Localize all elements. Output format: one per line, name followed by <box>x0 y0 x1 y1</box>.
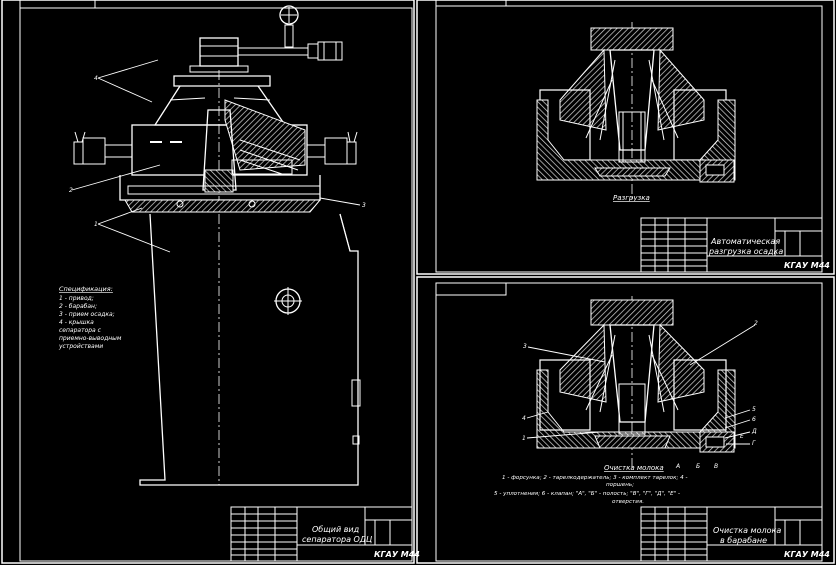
callout-3: 3 <box>523 343 527 350</box>
callout-4: 4 <box>94 75 98 82</box>
corner-tab <box>435 0 507 7</box>
spec-item: 1 - привод; <box>59 295 94 302</box>
side-fittings-left <box>73 131 133 165</box>
spec-item: 2 - барабан; <box>59 303 97 310</box>
stamp-title-line-1: Очистка молока <box>713 526 781 535</box>
title-block <box>230 506 413 562</box>
spec-item: устройствами <box>58 343 103 350</box>
drum <box>131 99 308 193</box>
sheet-frame <box>1 0 415 564</box>
stamp-title-line-2: в барабане <box>720 536 767 545</box>
callout-b: Б <box>696 463 700 470</box>
callout-1: 1 <box>522 435 526 442</box>
separator-cover <box>153 37 287 126</box>
callout-6: 6 <box>752 416 756 423</box>
spec-item: сепаратора с <box>59 327 102 334</box>
spec-item: 4 - крышка <box>59 319 94 326</box>
inner-frame <box>435 5 823 273</box>
spec-title: Спецификация: <box>59 285 113 293</box>
title-block <box>640 217 823 273</box>
callout-v: В <box>714 463 718 470</box>
callout-3: 3 <box>362 202 366 209</box>
legend-line-1: 1 - форсунка; 2 - тарелкодержатель; 3 - … <box>502 475 687 481</box>
outlet-pipe <box>237 41 343 61</box>
side-fittings-right <box>306 131 358 165</box>
callout-4: 4 <box>522 415 526 422</box>
inner-frame <box>435 282 823 562</box>
inner-frame <box>19 7 413 562</box>
corner-tab <box>435 282 507 296</box>
caption-unloading: Разгрузка <box>613 194 650 202</box>
pressure-gauge <box>279 5 299 48</box>
callout-g: Г <box>752 440 756 447</box>
sheet-frame <box>416 276 835 564</box>
callout-e: Е <box>740 433 744 440</box>
stamp-title-line-1: Автоматическая <box>710 237 780 246</box>
stamp-title-line-2: разгрузка осадка <box>708 247 783 256</box>
leader-lines <box>526 324 756 445</box>
drum-housing <box>536 99 736 181</box>
leader-lines <box>71 59 361 253</box>
legend-line-4: отверстия. <box>612 499 644 505</box>
stamp-code: КГАУ М44 <box>374 550 420 559</box>
legend-line-2: поршень; <box>606 482 634 488</box>
stamp-title-line-2: сепаратора ОДЦ <box>302 535 372 544</box>
drum-section-top <box>590 27 674 51</box>
legend-line-3: 5 - уплотнения; 6 - клапан; "А", "Б" - п… <box>494 491 680 497</box>
stamp-code: КГАУ М44 <box>784 261 830 270</box>
title-block <box>640 506 823 562</box>
callout-5: 5 <box>752 406 756 413</box>
stamp-title-line-1: Общий вид <box>312 525 360 534</box>
sheet-general-view: 4 2 1 3 Спецификация: 1 - привод; 2 - ба… <box>1 0 420 564</box>
callout-1: 1 <box>94 221 98 228</box>
sludge-tray <box>119 175 322 213</box>
caption-cleaning: Очистка молока <box>604 464 664 472</box>
sheet-frame <box>416 0 835 275</box>
callout-2: 2 <box>69 187 73 194</box>
corner-tab <box>19 0 96 9</box>
callout-a: А <box>675 463 680 470</box>
spec-item: приемно-выводным <box>59 335 122 342</box>
stand <box>139 213 361 486</box>
callout-2: 2 <box>754 320 758 327</box>
stamp-code: КГАУ М44 <box>784 550 830 559</box>
spec-item: 3 - прием осадка; <box>59 311 115 318</box>
sheet-cleaning: 3 4 1 2 5 6 Д Г Е А Б В Очистка молока 1… <box>416 276 835 564</box>
callout-d: Д <box>751 428 757 435</box>
sheet-unloading: Разгрузка Автоматическая разгрузка осадк… <box>416 0 835 275</box>
